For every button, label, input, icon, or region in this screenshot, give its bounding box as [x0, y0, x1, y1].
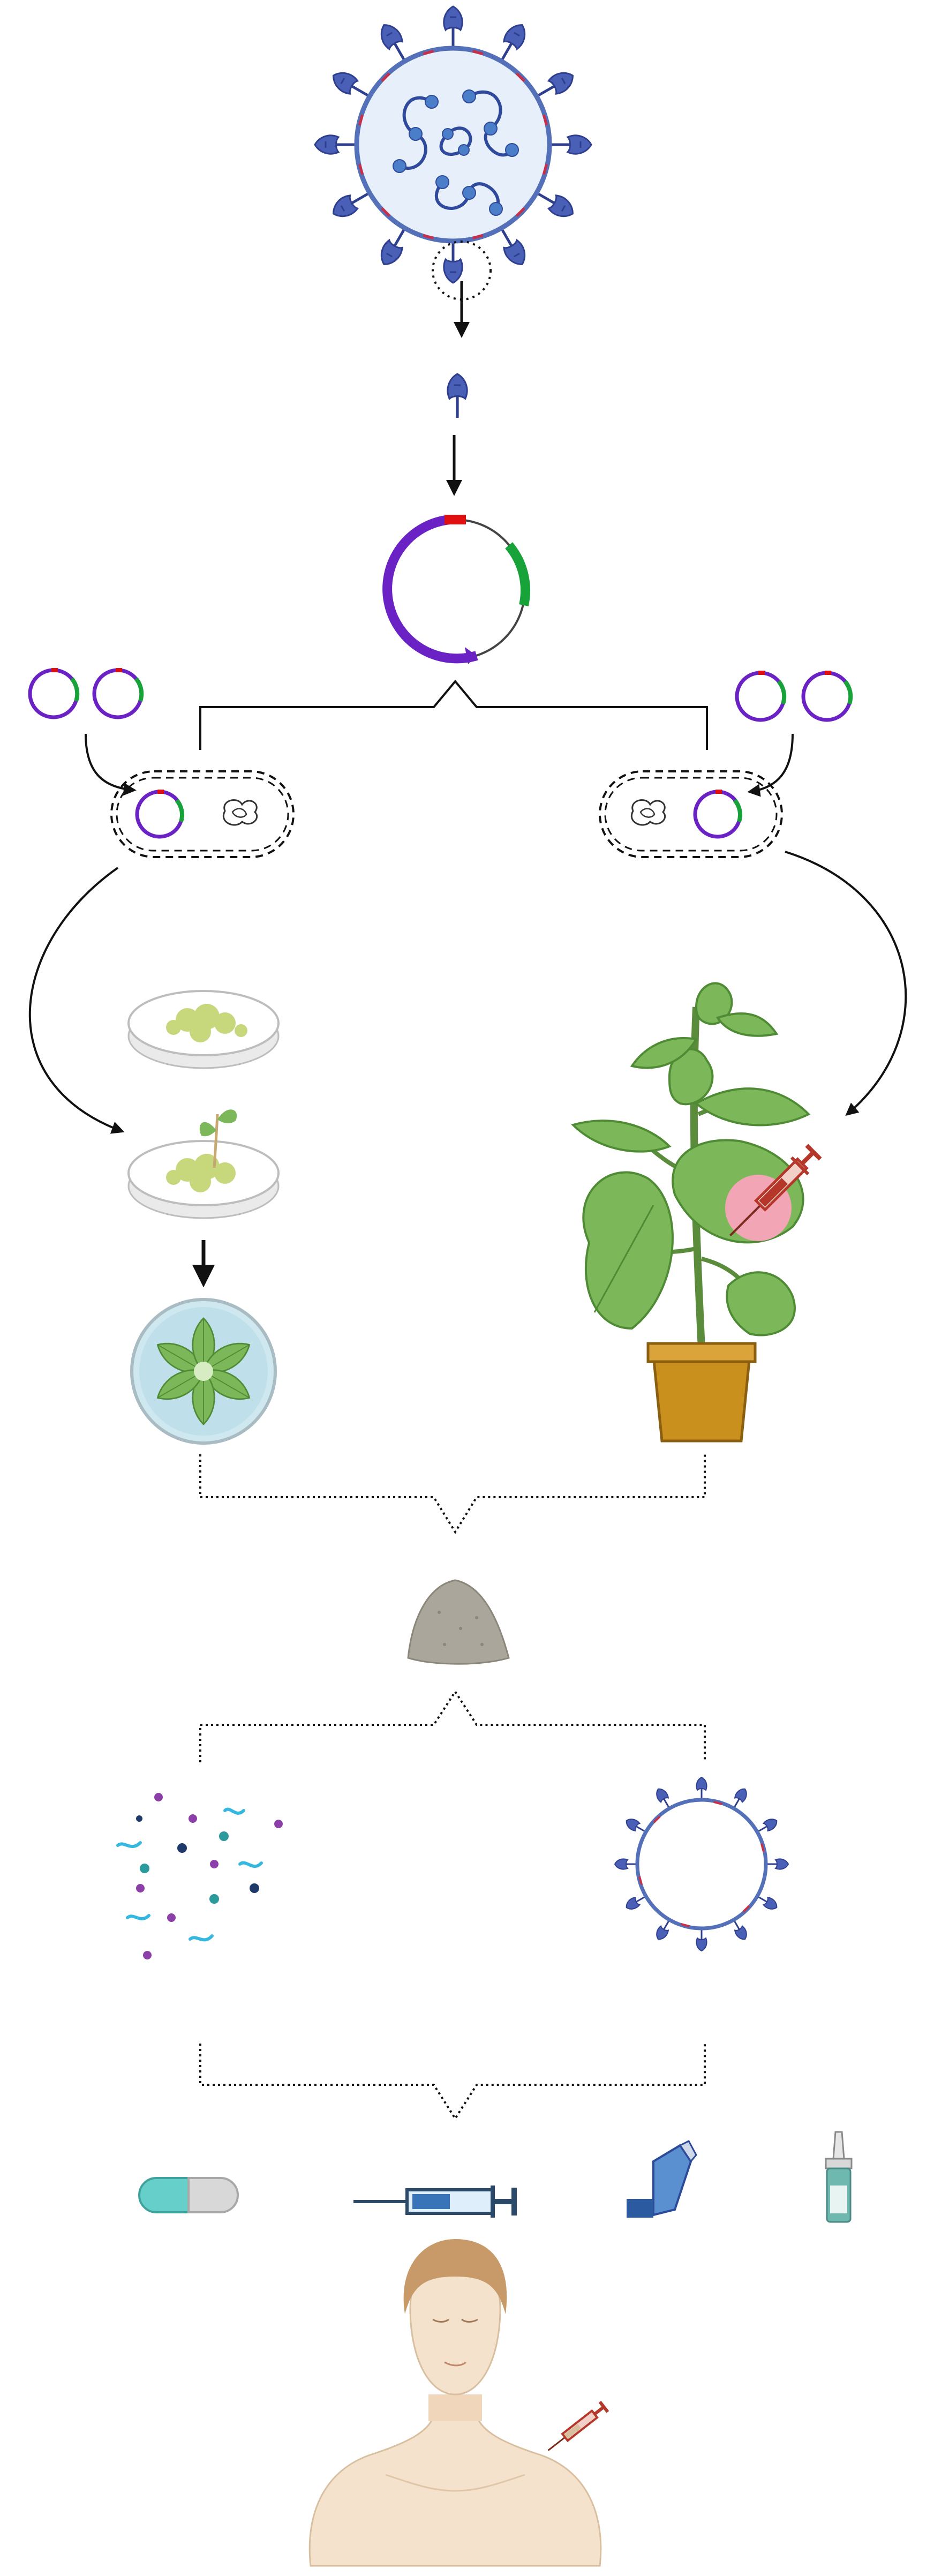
inhaler-icon	[627, 2140, 697, 2218]
plantlet-icon	[127, 1109, 280, 1219]
arrow-bacterium-to-plantlet	[29, 867, 125, 1134]
small-plasmids-left	[28, 668, 144, 719]
purification-bracket	[199, 1689, 706, 1762]
syringe-icon	[729, 1144, 822, 1236]
virus-like-particle-icon	[614, 1776, 789, 1952]
injection-icon	[353, 2186, 517, 2218]
nasal-spray-icon	[825, 2131, 853, 2223]
biomass-powder-icon	[407, 1579, 510, 1665]
agrobacterium-icon-right	[599, 770, 783, 858]
nucleocapsid-beads	[393, 89, 519, 216]
arrow-plasmid-into-bacterium-right	[747, 733, 794, 797]
seedling-dish-icon	[130, 1298, 277, 1445]
spike-protein-icon	[448, 374, 467, 418]
arrow-bacterium-to-plant	[785, 851, 907, 1116]
split-bracket	[199, 679, 708, 750]
agrobacterium-icon-left	[110, 770, 295, 858]
arrow-plasmid-into-bacterium-left	[85, 733, 137, 796]
tobacco-plant-icon	[571, 982, 811, 1443]
human-icon	[308, 2239, 602, 2567]
capsule-icon	[138, 2177, 239, 2213]
formulation-bracket	[199, 2044, 706, 2121]
virus-envelope	[354, 46, 552, 244]
virus-icon	[315, 6, 591, 283]
petri-dish-icon	[127, 990, 280, 1069]
envelope-markers	[358, 50, 548, 239]
small-plasmids-right	[735, 671, 853, 722]
expression-plasmid-icon	[382, 515, 530, 664]
subunit-proteins-icon	[116, 1793, 283, 1959]
harvest-bracket	[199, 1454, 706, 1534]
shoulder-syringe-icon	[547, 2401, 609, 2451]
